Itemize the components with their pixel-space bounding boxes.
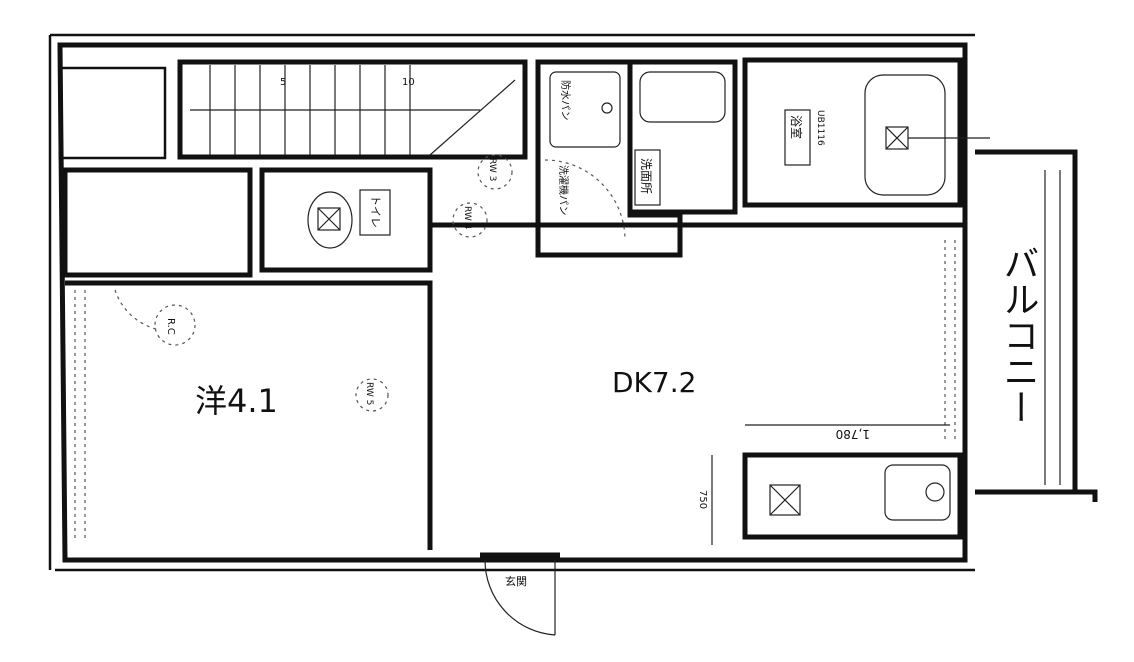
stairs: 5 10 [177,59,528,160]
counter-depth-label: 750 [697,490,708,509]
markers: R.C RW 3 RW 4 RW 5 [154,154,513,412]
bath-unit-label: UB1116 [815,110,825,146]
stair-number-5: 5 [280,77,286,88]
balcony: バルコニー [975,149,1098,502]
dining-kitchen: DK7.2 1,780 750 [430,222,965,545]
storage [62,167,253,278]
laundry-size-label: 洗濯機パン [557,165,570,216]
outer-walls [48,33,975,572]
balcony-label: バルコニー [998,245,1039,425]
closet [58,66,167,160]
rc-marker: R.C [165,318,176,335]
stair-number-10: 10 [402,77,415,88]
rw3-marker: RW 3 [487,158,497,181]
washroom: 洗面所 [627,59,738,215]
entrance: 玄関 [480,552,560,636]
laundry-pan-label: 防水パン [559,80,572,121]
rw4-marker: RW 4 [462,206,472,230]
toilet-room: トイレ [259,167,433,273]
western-room-label: 洋4.1 [195,382,278,420]
bath-label: 浴室 [789,115,804,139]
rw5-marker: RW 5 [364,382,374,405]
bathroom: 浴室 UB1116 [742,57,990,208]
entrance-label: 玄関 [505,574,527,588]
washroom-label: 洗面所 [639,158,653,194]
counter-width-label: 1,780 [836,427,870,441]
laundry-area: 防水パン 洗濯機パン [535,59,683,258]
dk-label: DK7.2 [612,366,696,399]
toilet-label: トイレ [369,195,382,228]
western-room: 洋4.1 [65,280,433,550]
